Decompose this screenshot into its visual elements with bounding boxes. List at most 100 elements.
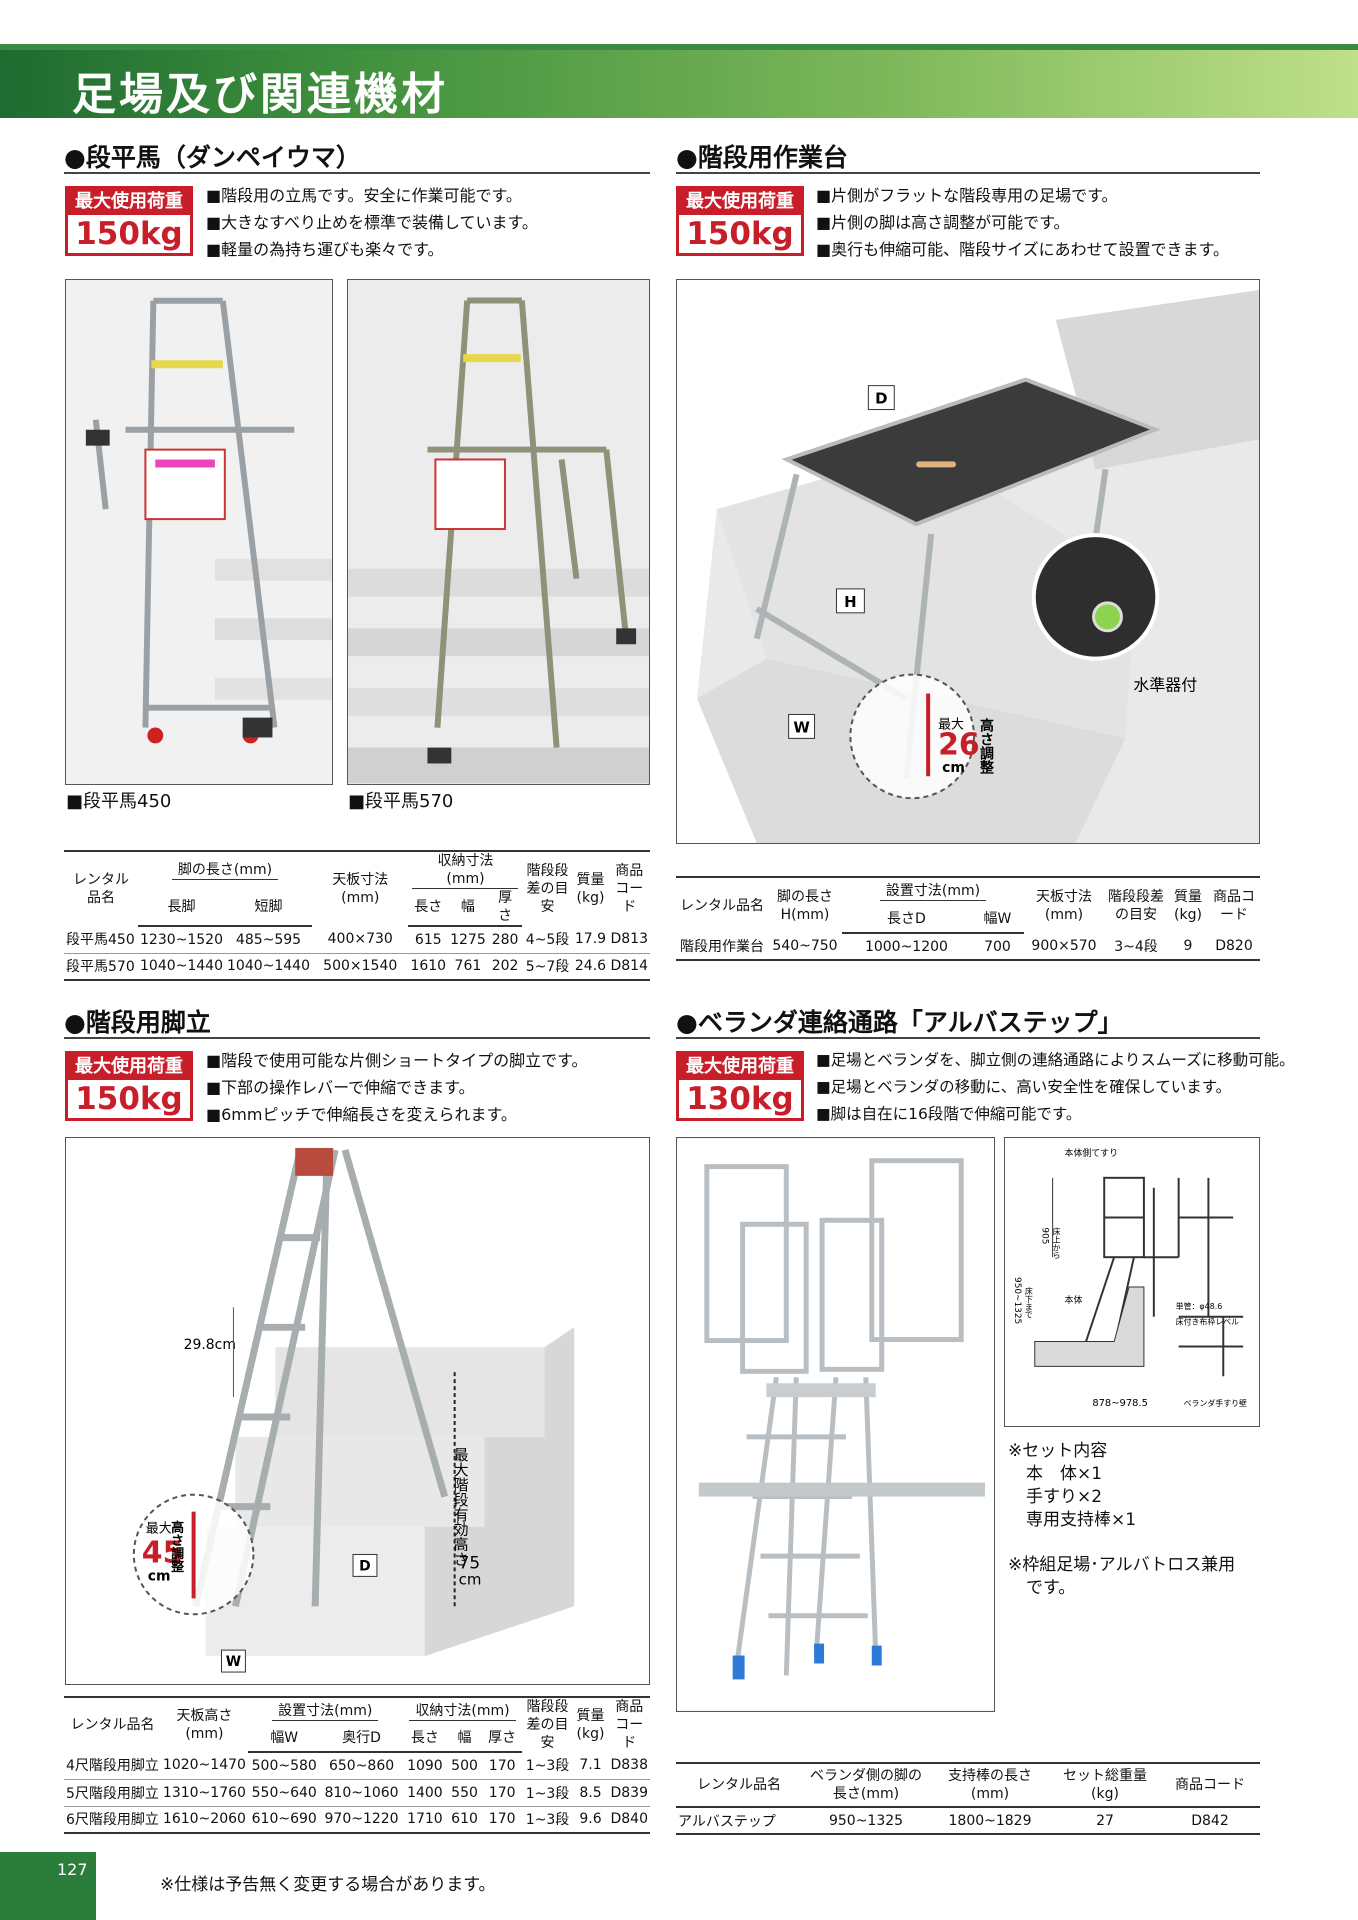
adjust-value: 26 (938, 727, 980, 762)
effective-height-value: 75 (459, 1552, 481, 1572)
col-header: 長さ (402, 1724, 448, 1753)
feature-item: 下部の操作レバーで伸縮できます。 (206, 1074, 588, 1101)
diagram-label: ベランダ手すり壁 (1184, 1398, 1247, 1408)
photo-stair-platform: H D W 水準器付 最大 26 cm 高さ調整 (676, 279, 1260, 844)
adjust-text: 高さ調整 (168, 1520, 184, 1574)
photo-danpeiuma-450 (65, 279, 333, 785)
diagram-label: 905 (1040, 1227, 1050, 1244)
section-title-stair-ladder: ●階段用脚立 (64, 1008, 211, 1037)
diagram-label: 床下まで (1024, 1286, 1033, 1319)
set-note: です。 (1026, 1578, 1076, 1598)
col-header: 商品コード (608, 850, 650, 926)
col-header: 長脚 (138, 889, 225, 927)
feature-item: 片側の脚は高さ調整が可能です。 (816, 209, 1229, 236)
set-contents: ※セット内容 本 体×1 手すり×2 専用支持棒×1 ※枠組足場･アルバトロス兼… (1008, 1440, 1235, 1600)
feature-item: 足場とベランダの移動に、高い安全性を確保しています。 (816, 1074, 1295, 1101)
spec-table-danpeiuma: レンタル品名 脚の長さ(mm) 天板寸法(mm) 収納寸法(mm) 階段段差の目… (64, 850, 650, 981)
feature-item: 大きなすべり止めを標準で装備しています。 (206, 209, 538, 236)
footer-note: ※仕様は予告無く変更する場合があります。 (160, 1875, 496, 1895)
feature-item: 階段用の立馬です。安全に作業可能です。 (206, 182, 538, 209)
max-load-badge: 最大使用荷重 150kg (676, 186, 804, 256)
diagram-label: 床付き布枠レベル (1176, 1317, 1239, 1327)
diagram-label: 878~978.5 (1092, 1398, 1148, 1409)
max-load-value: 150kg (686, 216, 794, 252)
col-header: 脚の長さ(mm) (138, 850, 312, 889)
max-load-label: 最大使用荷重 (68, 189, 190, 215)
page-number: 127 (57, 1860, 88, 1879)
col-header: 商品コード (1208, 876, 1260, 933)
section-title-albastep: ●ベランダ連絡通路「アルバステップ」 (676, 1008, 1123, 1037)
col-header: 幅W (970, 905, 1024, 934)
photo-stair-ladder: 29.8cm 最大階段有効高さ 75 cm D W 最大 45 cm 高さ調整 (65, 1137, 650, 1685)
col-header: 収納寸法(mm) (408, 850, 523, 889)
max-load-label: 最大使用荷重 (679, 1054, 801, 1080)
feature-list: 片側がフラットな階段専用の足場です。 片側の脚は高さ調整が可能です。 奥行も伸縮… (816, 182, 1229, 263)
diagram-label: 単管：φ48.6 (1176, 1301, 1223, 1311)
section-rule (64, 172, 650, 174)
max-load-value: 150kg (75, 216, 183, 252)
col-header: 天板寸法(mm) (312, 850, 409, 926)
effective-height-unit: cm (459, 1570, 482, 1588)
diagram-albastep-install: 本体側てすり 905 床上から 950~1325 床下まで 本体 単管：φ48.… (1004, 1137, 1260, 1427)
max-load-badge: 最大使用荷重 130kg (676, 1051, 804, 1121)
section-rule (676, 1037, 1260, 1039)
pitch-label: 29.8cm (184, 1337, 236, 1353)
diagram-label: 本体側てすり (1065, 1147, 1118, 1159)
set-note: ※枠組足場･アルバトロス兼用 (1008, 1555, 1236, 1575)
adjust-max-label: 最大 (938, 717, 964, 732)
adjust-text: 高さ調整 (978, 718, 995, 776)
feature-item: 階段で使用可能な片側ショートタイプの脚立です。 (206, 1047, 587, 1074)
col-header: 質量(kg) (572, 850, 609, 926)
feature-item: 足場とベランダを、脚立側の連絡通路によりスムーズに移動可能。 (816, 1047, 1295, 1074)
header-band (0, 50, 1358, 118)
col-header: 支持棒の長さ(mm) (930, 1762, 1050, 1808)
section-title-danpeiuma: ●段平馬（ダンペイウマ） (64, 143, 361, 172)
adjust-unit: cm (942, 760, 965, 776)
section-rule (64, 1037, 650, 1039)
col-header: 質量(kg) (572, 1696, 609, 1752)
diagram-label: 本体 (1065, 1294, 1083, 1306)
col-header: 階段段差の目安 (1104, 876, 1168, 933)
col-header: ベランダ側の脚の長さ(mm) (802, 1762, 930, 1808)
col-header: 厚さ (487, 889, 523, 927)
feature-item: 奥行も伸縮可能、階段サイズにあわせて設置できます。 (816, 236, 1229, 263)
dim-label: D (359, 1558, 371, 1574)
col-header: 奥行D (320, 1724, 403, 1753)
adjust-value: 45 (142, 1535, 184, 1570)
diagram-label: 床上から (1052, 1226, 1061, 1259)
dim-label: H (844, 593, 857, 611)
diagram-label: 950~1325 (1012, 1277, 1022, 1324)
col-header: レンタル品名 (64, 850, 138, 926)
col-header: レンタル品名 (64, 1696, 161, 1752)
level-label: 水準器付 (1133, 676, 1197, 695)
section-rule (676, 172, 1260, 174)
feature-item: 片側がフラットな階段専用の足場です。 (816, 182, 1229, 209)
photo-caption: ■段平馬570 (348, 791, 454, 812)
feature-list: 階段用の立馬です。安全に作業可能です。 大きなすべり止めを標準で装備しています。… (206, 182, 538, 263)
max-load-value: 130kg (686, 1081, 794, 1117)
set-item: 専用支持棒×1 (1026, 1510, 1137, 1530)
col-header: 収納寸法(mm) (402, 1696, 523, 1725)
feature-item: 脚は自在に16段階で伸縮可能です。 (816, 1101, 1295, 1128)
adjust-unit: cm (148, 1568, 171, 1584)
page-title: 足場及び関連機材 (72, 69, 448, 120)
col-header: 階段段差の目安 (522, 1696, 573, 1752)
photo-danpeiuma-570 (347, 279, 650, 785)
set-item: 本 体×1 (1026, 1464, 1103, 1484)
col-header: 商品コード (608, 1696, 650, 1752)
max-load-value: 150kg (75, 1081, 183, 1117)
max-load-badge: 最大使用荷重 150kg (65, 186, 193, 256)
section-title-stair-platform: ●階段用作業台 (676, 143, 848, 172)
max-load-label: 最大使用荷重 (679, 189, 801, 215)
dim-label: D (875, 390, 887, 408)
col-header: 短脚 (225, 889, 312, 927)
header-top-line (0, 44, 1358, 50)
col-header: 天板寸法(mm) (1024, 876, 1104, 933)
photo-caption: ■段平馬450 (66, 791, 172, 812)
